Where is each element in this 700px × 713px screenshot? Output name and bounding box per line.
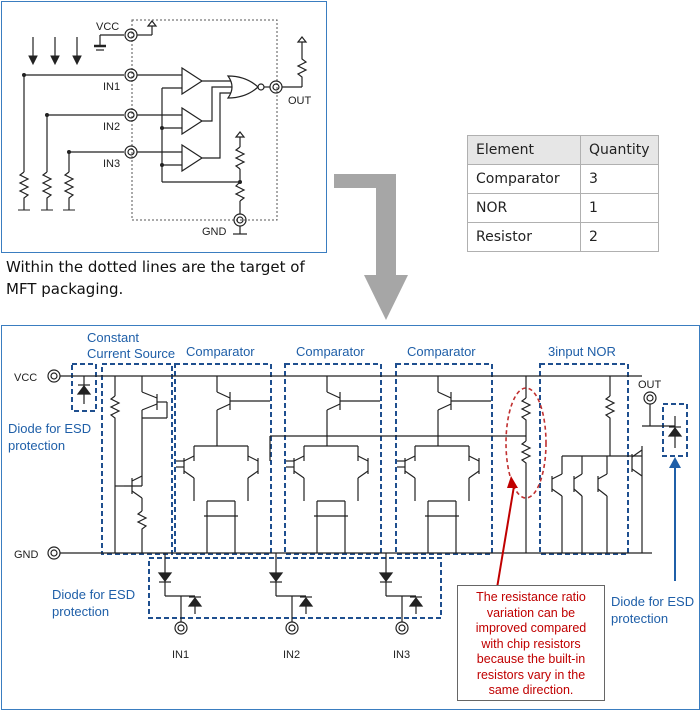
top-in2-label: IN2: [103, 121, 120, 133]
table-row: Resistor 2: [467, 222, 659, 252]
bottom-out-label: OUT: [638, 379, 662, 391]
bottom-vcc-label: VCC: [14, 372, 37, 384]
comparator1-box: [174, 363, 272, 555]
resistor-highlight-ellipse: [505, 387, 547, 499]
mft-boundary: [131, 19, 278, 221]
table-row: NOR 1: [467, 193, 659, 223]
top-vcc-label: VCC: [96, 21, 119, 33]
top-gnd-label: GND: [202, 226, 227, 238]
top-in1-label: IN1: [103, 81, 120, 93]
cell-element: NOR: [467, 193, 581, 223]
element-table: Element Quantity Comparator 3 NOR 1 Resi…: [467, 135, 659, 252]
cell-quantity: 1: [580, 193, 659, 223]
top-in3-label: IN3: [103, 158, 120, 170]
table-row: Comparator 3: [467, 164, 659, 194]
note-line: variation can be: [486, 605, 576, 620]
note-line: because the built-in: [476, 652, 586, 666]
schematic-wiring: [47, 369, 683, 635]
note-line: resistors vary in the: [476, 667, 586, 682]
note-line: same direction.: [488, 683, 574, 697]
comparator1-label: Comparator: [186, 344, 255, 359]
esd-bottom-box: [148, 557, 442, 619]
transition-arrow: [334, 174, 408, 320]
mft-caption-line-1: Within the dotted lines are the target o…: [6, 258, 305, 276]
bottom-schematic: VCC GND OUT IN1 IN2 IN3 Constant Current…: [8, 330, 694, 661]
cell-quantity: 2: [580, 222, 659, 252]
ccs-label-line-1: Constant: [87, 330, 139, 345]
esd-right-box: [662, 403, 688, 457]
block-boxes: [71, 363, 688, 619]
esd-right-label-line-1: Diode for ESD: [611, 594, 694, 609]
esd-left-label-line-2: protection: [8, 438, 65, 453]
cell-element: Resistor: [467, 222, 581, 252]
comparator3-box: [395, 363, 493, 555]
header-quantity: Quantity: [580, 135, 659, 165]
nor-label: 3input NOR: [548, 344, 616, 359]
top-out-label: OUT: [288, 95, 312, 107]
cell-quantity: 3: [580, 164, 659, 194]
gray-bent-arrow: [334, 174, 408, 320]
esd-bottom-label-line-2: protection: [52, 604, 109, 619]
bottom-in3-label: IN3: [393, 649, 410, 661]
note-arrow-line: [496, 485, 515, 589]
note-arrow-head: [507, 476, 518, 488]
esd-right-label-line-2: protection: [611, 611, 668, 626]
mft-caption: Within the dotted lines are the target o…: [6, 256, 336, 300]
header-element: Element: [467, 135, 581, 165]
mft-caption-line-2: MFT packaging.: [6, 280, 124, 298]
bottom-in1-label: IN1: [172, 649, 189, 661]
note-line: with chip resistors: [481, 636, 581, 651]
top-schematic: VCC IN1 IN2 IN3 OUT GND: [18, 19, 312, 238]
table-header-row: Element Quantity: [467, 135, 659, 165]
resistance-ratio-note: The resistance ratio variation can be im…: [457, 585, 605, 701]
note-line: The resistance ratio: [476, 590, 586, 604]
ccs-label-line-2: Current Source: [87, 346, 175, 361]
ccs-box: [101, 363, 173, 555]
bottom-schematic-panel: VCC GND OUT IN1 IN2 IN3 Constant Current…: [1, 325, 700, 710]
nor-box: [539, 363, 629, 555]
esd-left-label-line-1: Diode for ESD: [8, 421, 91, 436]
comparator3-label: Comparator: [407, 344, 476, 359]
input-arrows: [28, 37, 82, 66]
bottom-gnd-label: GND: [14, 549, 39, 561]
esd-right-arrow-head: [669, 457, 681, 468]
comparator2-box: [284, 363, 382, 555]
esd-bottom-label-line-1: Diode for ESD: [52, 587, 135, 602]
comparator2-label: Comparator: [296, 344, 365, 359]
esd-left-box: [71, 363, 97, 412]
note-line: improved compared: [475, 621, 587, 635]
cell-element: Comparator: [467, 164, 581, 194]
top-schematic-panel: VCC IN1 IN2 IN3 OUT GND: [1, 1, 327, 253]
bottom-in2-label: IN2: [283, 649, 300, 661]
